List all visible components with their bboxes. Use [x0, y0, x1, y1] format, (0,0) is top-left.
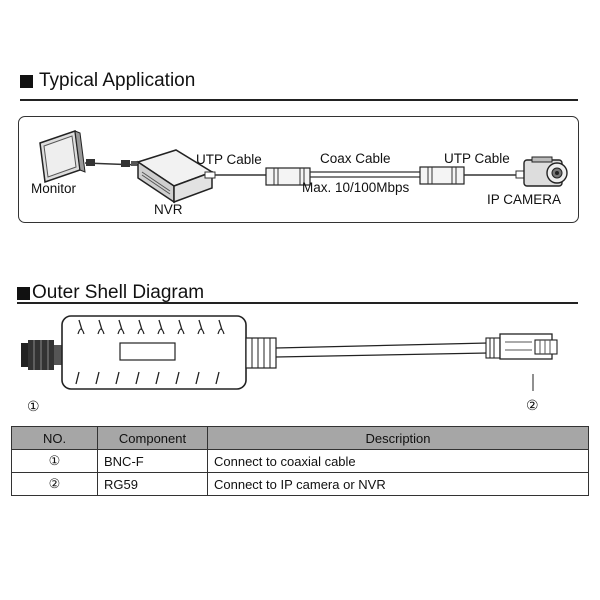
- converter-left-icon: [265, 167, 311, 186]
- monitor-icon: [39, 129, 86, 184]
- coax-cable-icon: [310, 171, 420, 178]
- header-no: NO.: [11, 426, 98, 450]
- strain-relief-right: [485, 337, 501, 359]
- section-divider: [17, 302, 578, 304]
- table-header-row: NO. Component Description: [11, 426, 589, 450]
- typical-application-frame: [18, 116, 579, 223]
- ip-camera-label: IP CAMERA: [487, 192, 562, 207]
- typical-application-title-text: Typical Application: [39, 70, 196, 91]
- coax-cable-label: Coax Cable: [320, 151, 391, 166]
- row-no: ①: [11, 449, 98, 473]
- table-row: ② RG59 Connect to IP camera or NVR: [11, 472, 589, 496]
- outer-shell-title: Outer Shell Diagram: [17, 282, 204, 304]
- bnc-connector-icon: [21, 340, 64, 370]
- rj45-plug-icon: [499, 333, 558, 360]
- row-description: Connect to coaxial cable: [207, 449, 589, 473]
- monitor-label: Monitor: [31, 181, 77, 196]
- utp-cable-left-label: UTP Cable: [196, 152, 262, 167]
- nvr-icon: [136, 149, 214, 204]
- outer-shell-title-text: Outer Shell Diagram: [32, 282, 205, 303]
- typical-application-title: Typical Application: [20, 70, 195, 92]
- nvr-label: NVR: [154, 202, 183, 217]
- strain-relief-left: [245, 337, 277, 369]
- header-component: Component: [97, 426, 208, 450]
- table-row: ① BNC-F Connect to coaxial cable: [11, 449, 589, 473]
- row-no: ②: [11, 472, 98, 496]
- speed-label: Max. 10/100Mbps: [302, 180, 410, 195]
- row-component: RG59: [97, 472, 208, 496]
- utp-cable-right-label: UTP Cable: [444, 151, 510, 166]
- section-divider: [20, 99, 578, 101]
- converter-housing: [61, 315, 247, 390]
- marker-2: ②: [526, 397, 539, 413]
- square-bullet-icon: [17, 286, 30, 300]
- hdmi-cable-icon: [84, 159, 141, 167]
- converter-right-icon: [419, 166, 465, 185]
- row-description: Connect to IP camera or NVR: [207, 472, 589, 496]
- row-component: BNC-F: [97, 449, 208, 473]
- header-description: Description: [207, 426, 589, 450]
- rg59-cable: [275, 342, 489, 358]
- square-bullet-icon: [20, 74, 33, 88]
- utp-cable-left-icon: [204, 171, 268, 179]
- component-table: NO. Component Description ① BNC-F Connec…: [11, 426, 589, 496]
- marker-1: ①: [27, 398, 40, 414]
- ip-camera-icon: [523, 156, 568, 187]
